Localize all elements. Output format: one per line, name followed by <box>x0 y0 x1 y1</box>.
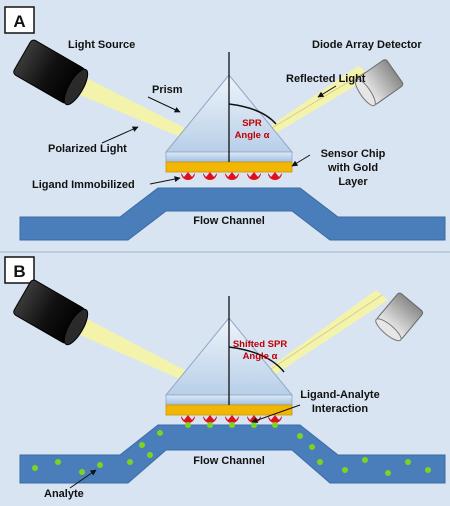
ligands-a <box>181 172 282 180</box>
analyte-dot <box>425 467 431 473</box>
ligand-mark <box>225 172 239 180</box>
analyte-dot <box>147 452 153 458</box>
ligand-mark <box>268 172 282 180</box>
analyte-dot <box>55 459 61 465</box>
sensor-chip-label-line1: Sensor Chip <box>321 148 386 160</box>
ligand-mark <box>181 415 195 423</box>
panel-b: B <box>4 256 446 500</box>
panel-b-letter-box <box>4 256 35 284</box>
prism-label: Prism <box>152 84 183 96</box>
flow-channel-label-a: Flow Channel <box>193 215 265 227</box>
detector-a <box>354 59 404 107</box>
polarized-light-label: Polarized Light <box>48 143 127 155</box>
prism-arrow <box>147 96 181 113</box>
analyte-dot <box>157 430 163 436</box>
analyte-dot <box>362 457 368 463</box>
ligand-mark <box>181 172 195 180</box>
panel-a: A <box>4 6 446 241</box>
flow-channel-label-b: Flow Channel <box>193 455 265 467</box>
shifted-spr-label-line1: Shifted SPR <box>233 339 288 350</box>
analyte-dot <box>97 462 103 468</box>
gold-layer-b <box>165 404 293 416</box>
bound-analyte <box>185 422 191 428</box>
spr-angle-label-line1: SPR <box>242 118 262 129</box>
ligand-arrow <box>149 176 181 185</box>
analyte-dot <box>342 467 348 473</box>
analyte-dot <box>79 469 85 475</box>
bound-analyte <box>229 422 235 428</box>
shifted-spr-label-line2: Angle α <box>243 351 278 362</box>
reflected-light-label: Reflected Light <box>286 73 366 85</box>
interaction-label-line2: Interaction <box>312 403 369 415</box>
light-source-b <box>13 279 89 346</box>
analyte-dot <box>139 442 145 448</box>
analyte-dot <box>127 459 133 465</box>
analyte-dot <box>297 433 303 439</box>
ligand-mark <box>247 172 261 180</box>
analyte-dot <box>405 459 411 465</box>
analyte-arrow <box>69 469 97 489</box>
polarized-arrow <box>101 126 139 144</box>
gold-layer-a <box>165 161 293 173</box>
interaction-arrow <box>251 404 301 424</box>
panel-b-letter: B <box>13 262 25 281</box>
light-source-label: Light Source <box>68 39 135 51</box>
flow-channel-b <box>19 424 446 484</box>
bound-analyte <box>251 422 257 428</box>
flow-channel-a <box>19 187 446 241</box>
sensor-chip-label-line3: Layer <box>338 176 368 188</box>
ligand-label: Ligand Immobilized <box>32 179 135 191</box>
analyte-dot <box>317 459 323 465</box>
reflected-arrow <box>317 85 337 98</box>
spr-angle-label-line2: Angle α <box>235 130 270 141</box>
analyte-dot <box>309 444 315 450</box>
angle-arc-b <box>228 346 285 373</box>
interaction-label-line1: Ligand-Analyte <box>300 389 379 401</box>
ligand-mark <box>268 415 282 423</box>
angle-arc-a <box>228 103 277 125</box>
detector-b <box>375 292 424 342</box>
sensor-chip-label-line2: with Gold <box>327 162 378 174</box>
ligand-mark <box>203 172 217 180</box>
bound-analyte <box>207 422 213 428</box>
chip-arrow <box>291 154 311 167</box>
light-source-a <box>13 39 89 106</box>
ligand-mark <box>203 415 217 423</box>
ligand-mark <box>225 415 239 423</box>
panel-a-letter: A <box>13 12 25 31</box>
panel-a-letter-box <box>4 6 35 34</box>
analyte-label: Analyte <box>44 488 84 500</box>
detector-label: Diode Array Detector <box>312 39 422 51</box>
analyte-dots <box>32 430 431 476</box>
analyte-dot <box>32 465 38 471</box>
bound-analyte <box>272 422 278 428</box>
analyte-dot <box>385 470 391 476</box>
